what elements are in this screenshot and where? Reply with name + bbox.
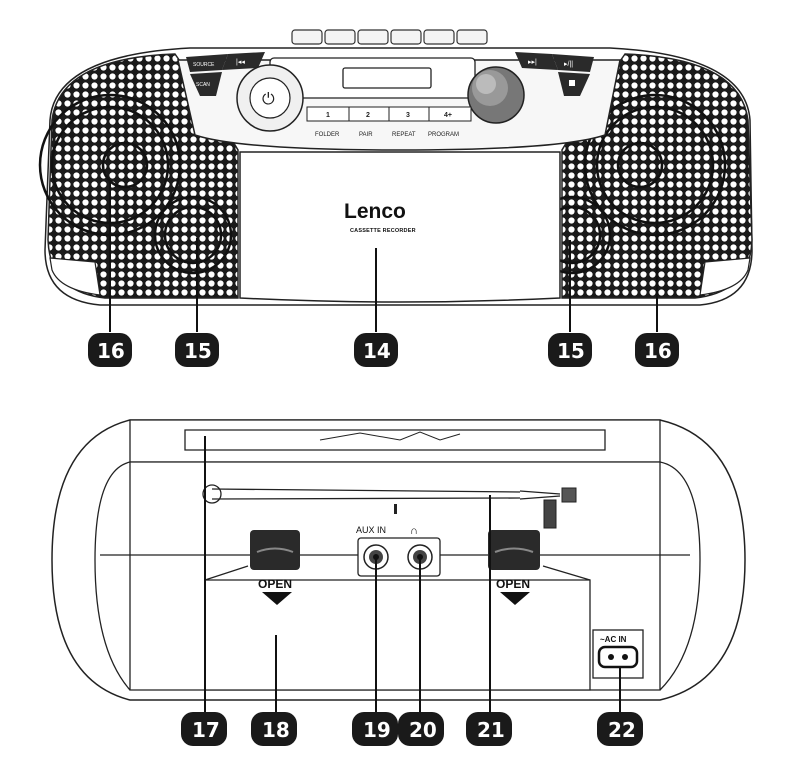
callout-number: 16	[644, 339, 672, 363]
right-woofer	[583, 93, 727, 237]
preset-label-1: FOLDER	[315, 132, 340, 138]
preset-button-4[interactable]	[428, 106, 472, 122]
callout-number: 14	[363, 339, 391, 363]
brand-logo: Lenco	[344, 200, 406, 223]
callout-badge	[548, 333, 592, 367]
callout-number: 17	[192, 718, 220, 742]
callout-badge	[398, 712, 444, 746]
aux-in-label: AUX IN	[356, 525, 386, 535]
volume-knob-cap	[476, 74, 496, 94]
front-callouts: 16 15 14 15 16	[88, 333, 679, 367]
callout-number: 15	[557, 339, 585, 363]
telescopic-antenna	[202, 484, 577, 529]
callout-badge	[175, 333, 219, 367]
right-foot	[699, 257, 751, 296]
cassette-keys	[291, 29, 488, 45]
left-open-label: OPEN	[258, 577, 292, 591]
preset-number-3: 3	[406, 112, 410, 119]
callout-badge	[352, 712, 398, 746]
callout-badge	[354, 333, 398, 367]
callout-badge	[88, 333, 132, 367]
left-latch-grip	[256, 547, 294, 553]
right-latch-grip	[494, 547, 534, 553]
play-pause-icon: ▸/||	[564, 61, 573, 68]
callout-badge	[181, 712, 227, 746]
left-open-arrow	[262, 592, 292, 605]
next-icon: ▸▸|	[528, 59, 537, 66]
cassette-recorder-label: CASSETTE RECORDER	[350, 228, 416, 234]
source-button-label: SOURCE	[193, 62, 215, 68]
stop-icon	[569, 80, 575, 86]
lcd-window	[342, 67, 432, 89]
preset-number-1: 1	[326, 112, 330, 119]
callout-number: 21	[477, 718, 505, 742]
callout-badge	[635, 333, 679, 367]
prev-icon: |◂◂	[236, 59, 245, 66]
rear-callouts: 17 18 19 20 21 22	[181, 712, 643, 746]
callout-number: 16	[97, 339, 125, 363]
play-pause-button[interactable]	[552, 54, 594, 72]
battery-door-edge	[542, 565, 591, 581]
right-side-contour	[659, 461, 701, 691]
preset-label-4: PROGRAM	[428, 132, 459, 138]
rear-view: OPEN OPEN AUX IN ∩	[51, 419, 746, 746]
power-button-inner	[249, 77, 291, 119]
right-door-latch[interactable]	[488, 530, 540, 570]
callout-badge	[597, 712, 643, 746]
callout-number: 22	[608, 718, 636, 742]
left-side-contour	[94, 461, 131, 691]
ac-socket-pin	[622, 654, 628, 660]
left-door-latch[interactable]	[250, 530, 300, 570]
prev-button[interactable]	[222, 52, 265, 70]
headphone-icon: ∩	[410, 525, 418, 537]
front-view: SOURCE |◂◂ SCAN ▸▸| ▸/|| ⏻ 1 2 3	[38, 29, 753, 367]
ac-power-socket[interactable]	[597, 645, 639, 669]
scan-button-label: SCAN	[196, 82, 210, 88]
callout-number: 15	[184, 339, 212, 363]
preset-number-2: 2	[366, 112, 370, 119]
scan-button[interactable]	[190, 72, 222, 96]
callout-number: 20	[409, 718, 437, 742]
battery-door-edge	[204, 565, 249, 581]
next-button[interactable]	[515, 52, 558, 70]
left-foot	[49, 257, 101, 296]
ac-in-label: ~AC IN	[600, 635, 627, 644]
ac-socket-pin	[608, 654, 614, 660]
source-button[interactable]	[186, 54, 228, 72]
battery-door[interactable]	[204, 579, 591, 691]
rear-leader-lines	[204, 436, 621, 712]
right-open-arrow	[500, 592, 530, 605]
callout-number: 19	[363, 718, 391, 742]
preset-number-4: 4+	[444, 112, 452, 119]
callout-badge	[466, 712, 512, 746]
preset-label-3: REPEAT	[392, 132, 416, 138]
callout-badge	[251, 712, 297, 746]
callout-number: 18	[262, 718, 290, 742]
left-tweeter	[153, 195, 233, 275]
front-leader-lines	[109, 182, 658, 332]
cassette-door[interactable]	[239, 151, 561, 303]
preset-label-2: PAIR	[359, 132, 373, 138]
power-icon: ⏻	[262, 91, 275, 108]
cassette-slot	[184, 429, 606, 451]
slot-detail	[319, 431, 461, 441]
keypad: 1 2 3 4+ FOLDER PAIR REPEAT PROGRAM	[306, 106, 472, 138]
right-open-label: OPEN	[496, 577, 530, 591]
